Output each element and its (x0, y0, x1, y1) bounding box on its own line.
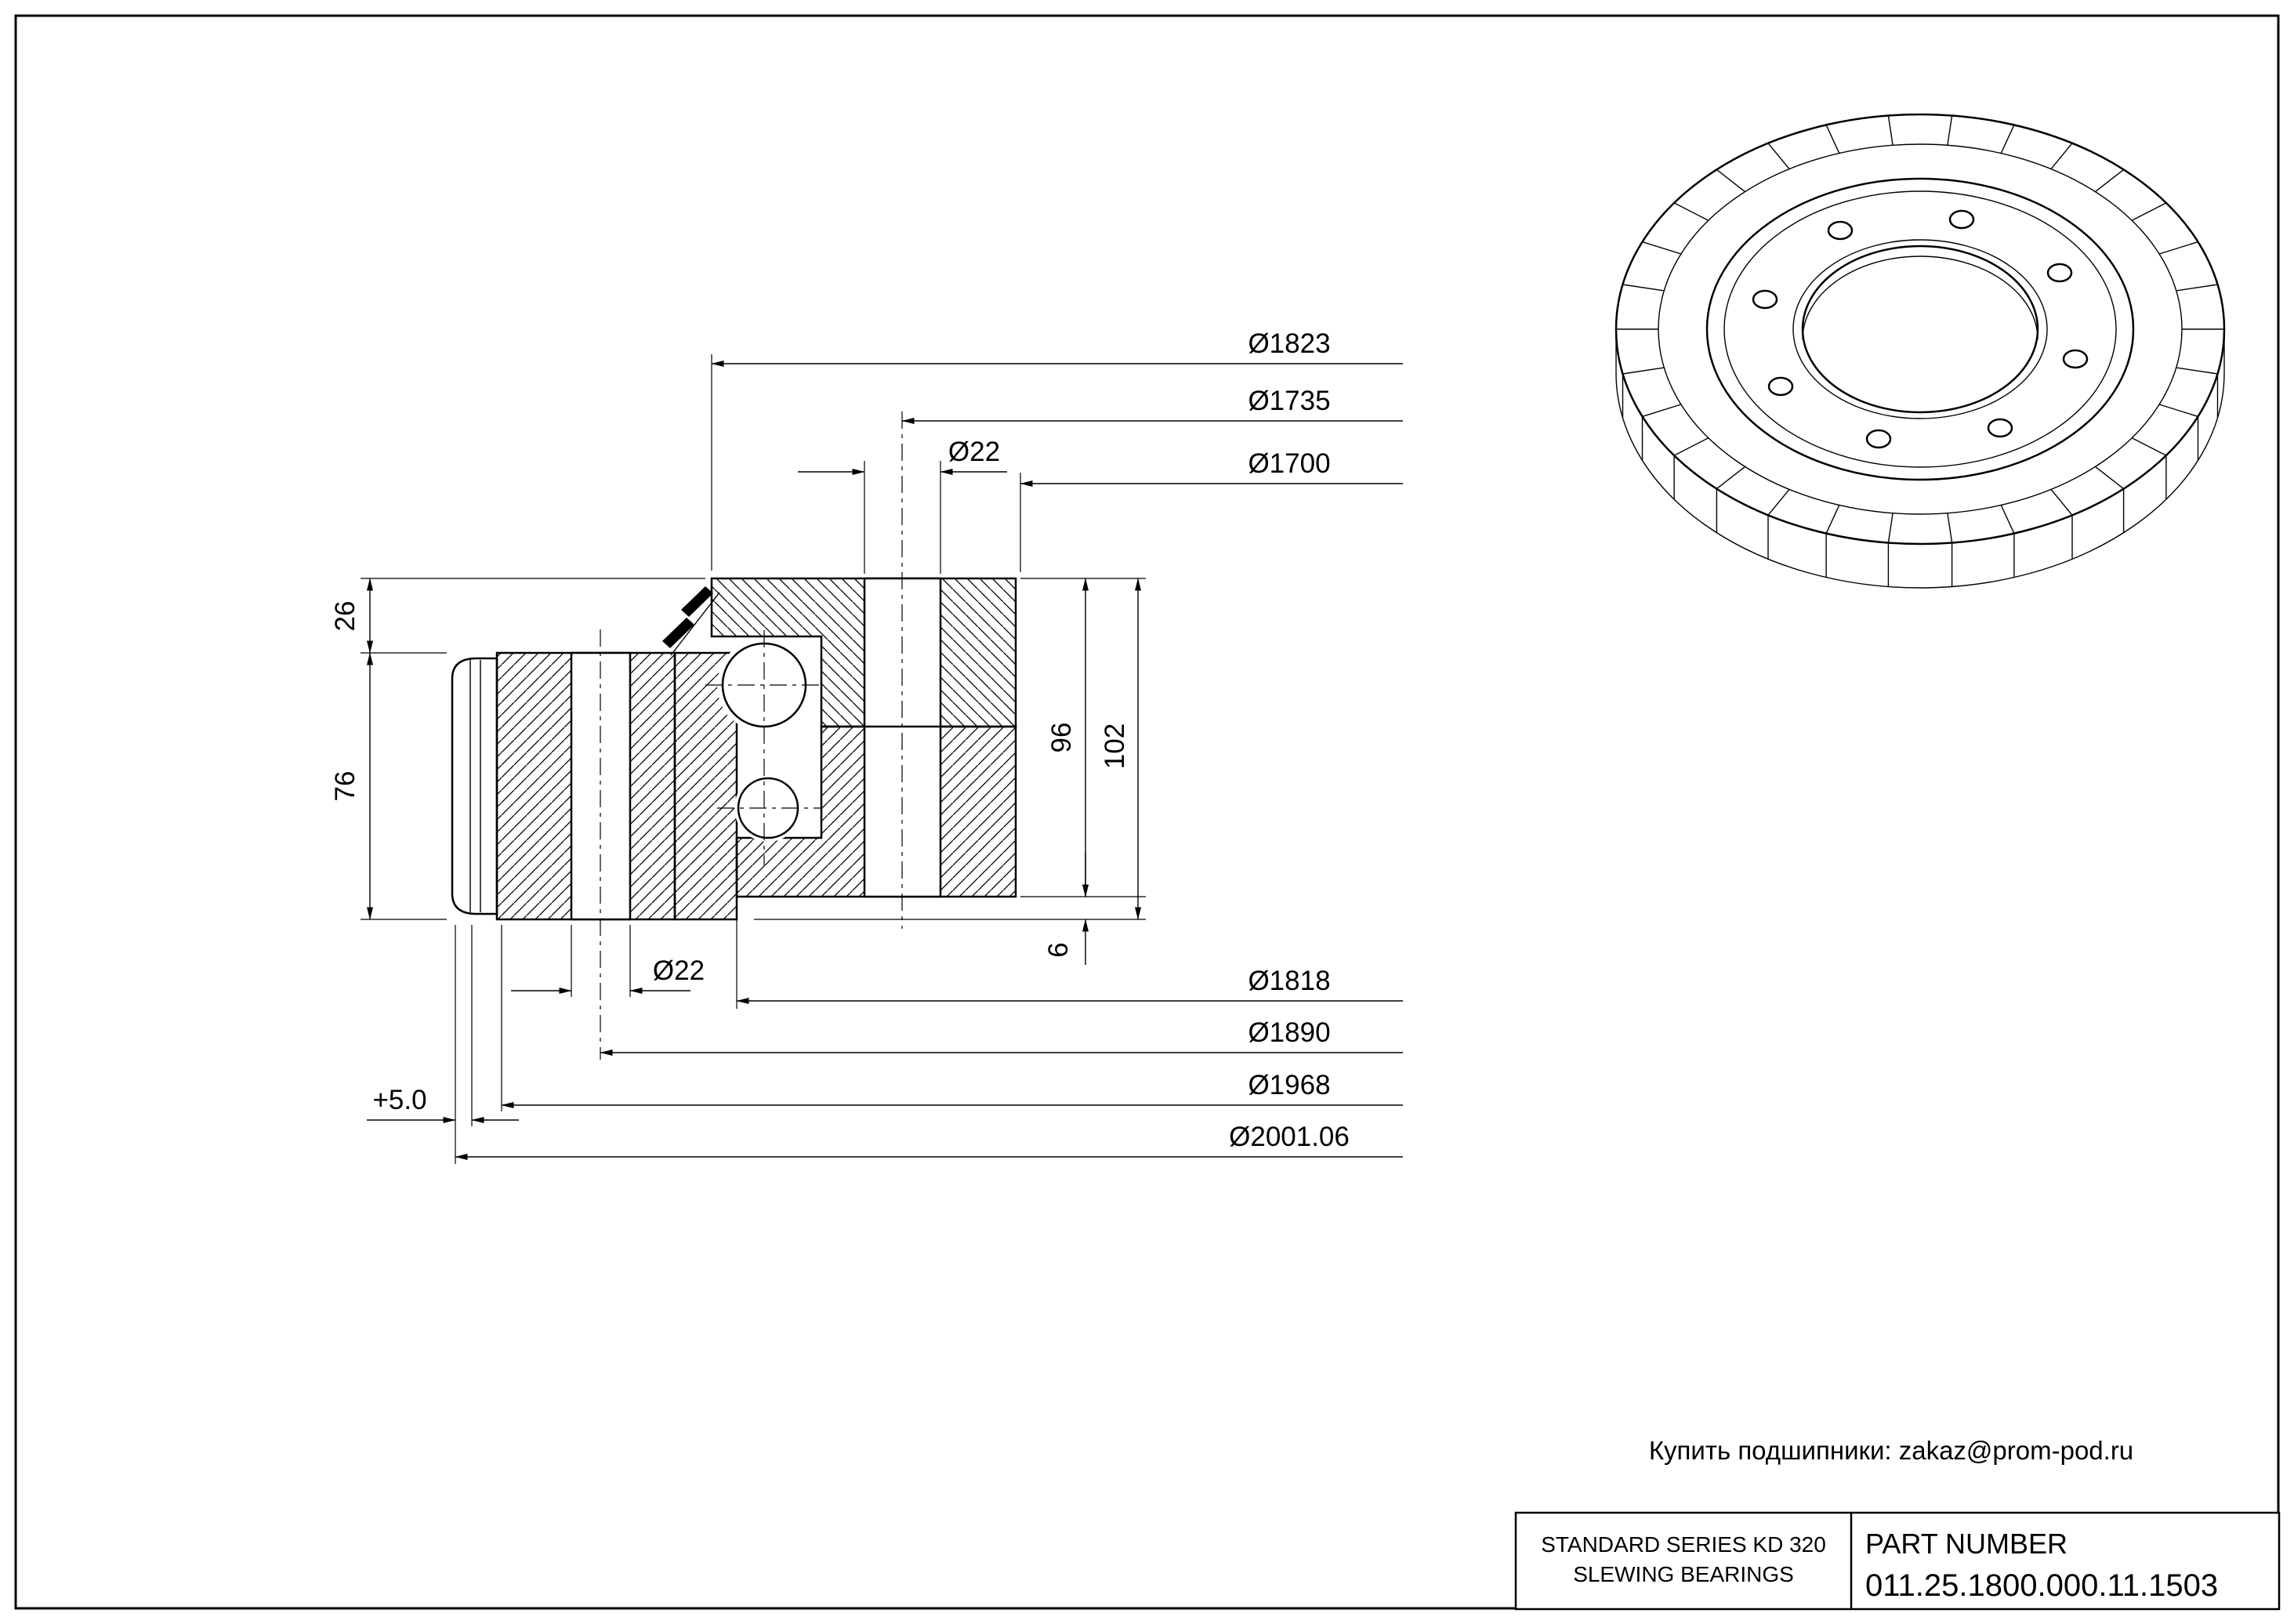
seal-detail (662, 586, 720, 656)
dim-22-outer-text: Ø22 (948, 437, 1000, 467)
gear-tooth-line (2176, 284, 2218, 292)
gear-bolt-holes (1752, 209, 2089, 449)
dim-26-text: 26 (330, 601, 361, 632)
gear-teeth (1616, 115, 2224, 543)
gear-tooth-line (1673, 202, 1709, 221)
dim-1823-text: Ø1823 (1248, 328, 1330, 359)
seal-mark-1 (662, 618, 694, 648)
gear-tooth-line (1767, 143, 1790, 170)
title-block-part-number: 011.25.1800.000.11.1503 (1865, 1568, 2218, 1603)
gear-tooth-line (1716, 466, 1745, 490)
dimensions: Ø1823 Ø1735 Ø22 Ø1700 Ø1818 Ø1890 Ø1968 … (330, 328, 1403, 1164)
gear-tooth-line (1642, 404, 1682, 418)
gear-bore-chamfer (1792, 239, 2048, 419)
gear-tooth-line (2050, 143, 2073, 170)
title-block-series-line1: STANDARD SERIES KD 320 (1541, 1532, 1826, 1557)
title-block-frame (1514, 1511, 2281, 1611)
bolt-hole-inner (570, 629, 632, 1060)
gear-tooth-line (1825, 125, 1840, 154)
title-block: STANDARD SERIES KD 320 SLEWING BEARINGS … (1514, 1511, 2281, 1611)
border-frame (14, 14, 2280, 1610)
gear-tooth-line (2131, 202, 2167, 221)
gear-bore-wall (1802, 256, 2039, 340)
seal-mark-2 (681, 586, 713, 617)
gear-tooth-profile (451, 657, 498, 915)
dim-102-text: 102 (1100, 723, 1130, 769)
gear-tooth-line (2131, 437, 2167, 456)
section-view (451, 411, 1017, 1060)
gear-tooth-line (2000, 505, 2015, 534)
gear-tooth-line (1716, 169, 1745, 193)
gear-ring-step (1723, 190, 2117, 468)
gear-tooth-line (2158, 241, 2198, 255)
gear-tooth-line (2050, 488, 2073, 516)
gear-tooth-line (2000, 125, 2015, 154)
dim-1818-text: Ø1818 (1248, 966, 1330, 996)
title-block-series-line2: SLEWING BEARINGS (1573, 1562, 1794, 1586)
bolt-hole-outer (863, 411, 942, 929)
gear-tooth-line (1673, 437, 1709, 456)
dim-1968-text: Ø1968 (1248, 1070, 1330, 1100)
dim-2001-text: Ø2001.06 (1229, 1122, 1350, 1152)
gear-tooth-line (2095, 169, 2125, 193)
gear-isometric-view (1614, 113, 2226, 589)
gear-tooth-line (2095, 466, 2125, 490)
dim-1890-text: Ø1890 (1248, 1017, 1330, 1048)
dim-76-text: 76 (330, 771, 361, 802)
dim-1700-text: Ø1700 (1248, 448, 1330, 479)
dim-22-inner-text: Ø22 (653, 955, 705, 986)
gear-side-band (1615, 329, 2225, 589)
gear-tooth-line (2176, 367, 2218, 375)
gear-tooth-line (1622, 367, 1665, 375)
title-block-part-label: PART NUMBER (1865, 1528, 2067, 1560)
dim-6-text: 6 (1043, 942, 1074, 957)
dim-1735-text: Ø1735 (1248, 386, 1330, 416)
annotation-text: Купить подшипники: zakaz@prom-pod.ru (1649, 1436, 2133, 1465)
gear-bore (1801, 245, 2039, 414)
gear-tooth-line (1825, 505, 1840, 534)
gear-tooth-line (1947, 115, 1953, 146)
gear-tooth-line (1767, 488, 1790, 516)
gear-tooth-line (1622, 284, 1665, 292)
gear-tooth-line (2158, 404, 2198, 418)
gear-tooth-line (1887, 513, 1894, 543)
gear-tooth-line (1887, 115, 1894, 146)
gear-tooth-line (1947, 513, 1953, 543)
dim-96-text: 96 (1046, 723, 1077, 753)
gear-tooth-line (1642, 241, 1682, 255)
dim-shift-text: +5.0 (372, 1085, 426, 1115)
